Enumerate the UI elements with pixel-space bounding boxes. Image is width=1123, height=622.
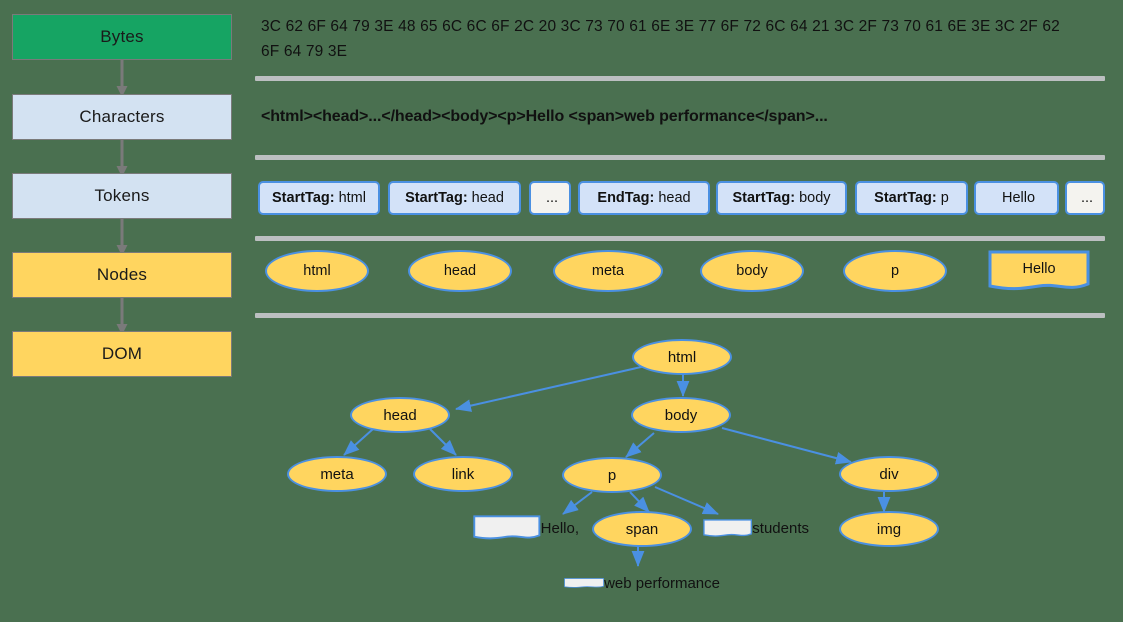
node-chip-label: body: [736, 263, 768, 279]
pipeline-step-characters: Characters: [12, 94, 232, 140]
tree-node-html: html: [632, 339, 732, 375]
characters-markup-text: <html><head>...</head><body><p>Hello <sp…: [261, 108, 828, 125]
pipeline-step-bytes: Bytes: [12, 14, 232, 60]
token-starttag-body: StartTag: body: [716, 181, 847, 215]
node-chip-label: Hello: [1022, 260, 1056, 277]
document-shape-icon: [988, 250, 1090, 291]
tree-node-label: meta: [320, 465, 354, 483]
pipeline-step-label: Bytes: [100, 27, 144, 46]
token-endtag-head: EndTag: head: [578, 181, 710, 215]
tree-node-label: Hello,: [540, 519, 579, 537]
pipeline-step-label: Characters: [79, 107, 165, 126]
token-value: ...: [1080, 190, 1094, 206]
token-value: head: [471, 190, 504, 206]
token-starttag-p: StartTag: p: [855, 181, 968, 215]
tree-node-webperformance-text: web performance: [564, 563, 720, 603]
token-text-hello: Hello: [974, 181, 1059, 215]
tree-node-label: web performance: [604, 574, 720, 592]
node-chip-hello: Hello: [988, 250, 1090, 292]
divider-3: [255, 236, 1105, 241]
node-chip-label: meta: [591, 263, 625, 279]
node-chip-p: p: [843, 250, 947, 292]
pipeline-arrow-3: [116, 219, 128, 256]
token-value: Hello: [1001, 190, 1036, 206]
tree-node-hello-text: Hello,: [473, 508, 579, 548]
node-chip-body: body: [700, 250, 804, 292]
token-value: head: [658, 190, 691, 206]
tree-node-label: p: [607, 466, 617, 484]
token-kind: StartTag:: [272, 190, 335, 206]
node-chip-label: html: [303, 263, 331, 279]
tree-node-label: img: [876, 520, 902, 538]
token-kind: EndTag:: [597, 190, 655, 206]
tree-node-head: head: [350, 397, 450, 433]
tree-node-label: div: [879, 465, 899, 483]
node-chip-html: html: [265, 250, 369, 292]
divider-4: [255, 313, 1105, 318]
tree-node-label: students: [752, 519, 809, 537]
tree-node-label: span: [625, 520, 659, 538]
document-shape-icon: [564, 577, 604, 588]
tree-node-link: link: [413, 456, 513, 492]
token-value: body: [799, 190, 831, 206]
document-shape-icon: [703, 518, 753, 537]
pipeline-step-tokens: Tokens: [12, 173, 232, 219]
pipeline-step-label: Tokens: [94, 186, 150, 205]
pipeline-arrow-1: [116, 60, 128, 97]
token-kind: StartTag:: [874, 190, 937, 206]
bytes-hex-text: 3C 62 6F 64 79 3E 48 65 6C 6C 6F 2C 20 3…: [261, 18, 1060, 60]
tree-node-div: div: [839, 456, 939, 492]
token-value: html: [338, 190, 366, 206]
token-kind: StartTag:: [405, 190, 468, 206]
token-starttag-html: StartTag: html: [258, 181, 380, 215]
pipeline-step-nodes: Nodes: [12, 252, 232, 298]
token-value: ...: [545, 190, 559, 206]
tree-node-span: span: [592, 511, 692, 547]
node-chip-label: p: [890, 263, 900, 279]
pipeline-arrow-4: [116, 298, 128, 335]
node-chip-label: head: [443, 263, 477, 279]
pipeline-arrow-2: [116, 140, 128, 177]
node-chip-head: head: [408, 250, 512, 292]
tree-node-label: link: [451, 465, 475, 483]
tree-node-p: p: [562, 457, 662, 493]
pipeline-step-dom: DOM: [12, 331, 232, 377]
pipeline-step-label: DOM: [101, 344, 143, 363]
divider-1: [255, 76, 1105, 81]
divider-2: [255, 155, 1105, 160]
tree-node-label: body: [664, 406, 698, 424]
tree-node-students-text: students: [703, 508, 809, 548]
token-starttag-head: StartTag: head: [388, 181, 521, 215]
tree-node-label: head: [383, 406, 417, 424]
tree-node-label: html: [667, 348, 697, 366]
tree-node-meta: meta: [287, 456, 387, 492]
token-ellipsis-2: ...: [1065, 181, 1105, 215]
token-ellipsis-1: ...: [529, 181, 571, 215]
node-chip-meta: meta: [553, 250, 663, 292]
token-value: p: [940, 190, 949, 206]
pipeline-step-label: Nodes: [96, 265, 148, 284]
document-shape-icon: [473, 515, 541, 540]
tree-node-body: body: [631, 397, 731, 433]
token-kind: StartTag:: [732, 190, 796, 206]
tree-node-img: img: [839, 511, 939, 547]
